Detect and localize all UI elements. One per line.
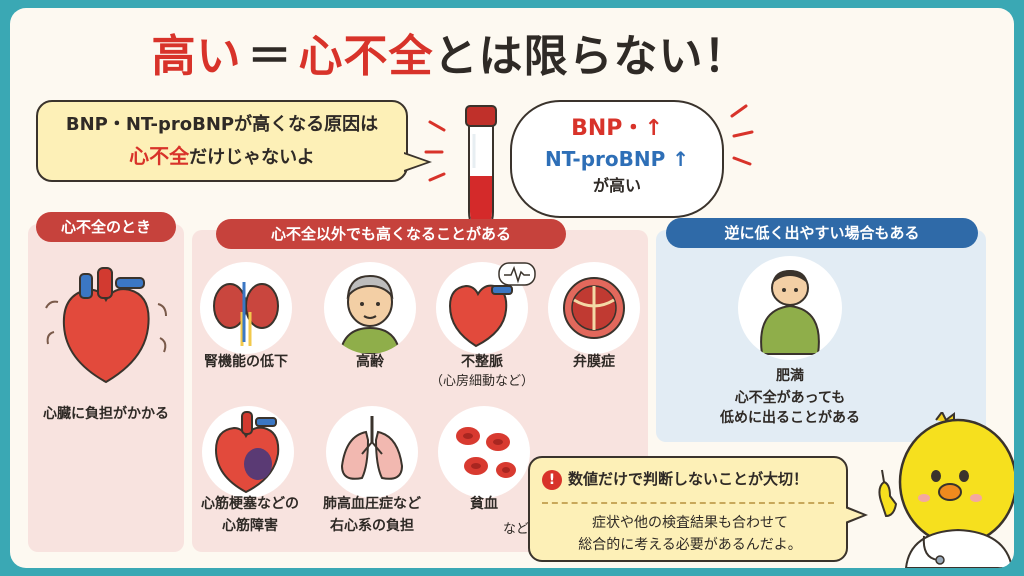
mi-illustration	[202, 406, 294, 498]
intro-line1: BNP・NT-proBNPが高くなる原因は	[65, 114, 379, 135]
heart-valve-icon	[563, 277, 625, 339]
anemia-illustration	[438, 406, 530, 498]
lungs-icon	[340, 416, 404, 480]
result-speech-bubble: BNP・↑ NT-proBNP ↑ が高い	[510, 100, 724, 218]
valve-illustration	[548, 262, 640, 354]
note-heading: ! 数値だけで判断しないことが大切！	[542, 468, 808, 490]
result-high: が高い	[592, 176, 641, 195]
ecg-speech-icon	[498, 262, 536, 286]
title-part-high: 高い	[151, 31, 242, 82]
red-blood-cells-icon	[456, 427, 516, 478]
cause-label-kidney: 腎機能の低下	[204, 354, 288, 370]
obesity-illustration	[738, 256, 842, 360]
heart-failure-label: 心臓に負担がかかる	[43, 406, 169, 422]
chick-doctor-mascot-icon	[878, 412, 1014, 568]
note-line1: 症状や他の検査結果も合わせて	[592, 515, 788, 531]
cause-label-elderly: 高齢	[356, 354, 384, 370]
note-body: 症状や他の検査結果も合わせて 総合的に考える必要があるんだよ。	[542, 512, 838, 556]
arrow-up-icon: ↑	[644, 116, 663, 141]
title-part-not-always: とは限らない！	[433, 31, 749, 82]
cause-label-pulmonary: 肺高血圧症など	[323, 496, 421, 512]
elderly-illustration	[324, 262, 416, 354]
cause-label-arrhythmia: 不整脈	[461, 354, 503, 370]
title-equals: ＝	[247, 31, 293, 82]
result-nt-text: NT-proBNP	[544, 147, 666, 171]
arrhythmia-illustration	[436, 262, 528, 354]
cause-sublabel-arrhythmia: （心房細動など）	[429, 374, 534, 389]
infarct-heart-icon	[214, 411, 280, 494]
cause-sublabel-mi: 心筋障害	[222, 518, 278, 534]
cause-label-valve: 弁膜症	[573, 354, 615, 370]
arrhythmia-heart-icon	[448, 284, 513, 348]
low-cases-header: 逆に低く出やすい場合もある	[666, 218, 978, 248]
infographic-frame: 高い＝心不全とは限らない！ BNP・NT-proBNPが高くなる原因は 心不全だ…	[10, 8, 1014, 568]
note-line2: 総合的に考える必要があるんだよ。	[578, 537, 802, 553]
result-bnp-text: BNP・	[571, 116, 645, 141]
other-causes-header: 心不全以外でも高くなることがある	[216, 219, 566, 249]
heart-failure-header: 心不全のとき	[36, 212, 176, 242]
exclamation-icon: !	[542, 469, 562, 490]
result-bnp: BNP・↑	[512, 114, 722, 144]
emphasis-lines-icon	[424, 120, 446, 182]
sparkle-lines-icon	[730, 104, 754, 166]
obese-person-icon	[760, 270, 820, 355]
arrow-up-icon: ↑	[672, 147, 690, 171]
kidney-illustration	[200, 262, 292, 354]
intro-speech-bubble: BNP・NT-proBNPが高くなる原因は 心不全だけじゃないよ	[36, 100, 432, 182]
kidney-icon	[213, 282, 279, 346]
intro-line2-red: 心不全	[129, 144, 190, 168]
note-heading-text: 数値だけで判断しないことが大切！	[568, 470, 809, 488]
cause-label-mi: 心筋梗塞などの	[201, 496, 299, 512]
low-cases-desc1: 心不全があっても	[734, 390, 846, 406]
heart-icon	[45, 267, 167, 384]
elderly-person-icon	[338, 274, 402, 354]
low-cases-desc2: 低めに出ることがある	[720, 410, 860, 426]
important-note-box: ! 数値だけで判断しないことが大切！ 症状や他の検査結果も合わせて 総合的に考える…	[528, 456, 868, 562]
low-cases-name: 肥満	[776, 368, 804, 384]
title-part-heart-failure: 心不全	[298, 31, 434, 82]
intro-line2-rest: だけじゃないよ	[189, 147, 315, 168]
page-title: 高い＝心不全とは限らない！	[10, 20, 890, 84]
intro-line2: 心不全だけじゃないよ	[48, 140, 396, 174]
lung-illustration	[326, 406, 418, 498]
result-ntprobnp: NT-proBNP ↑	[512, 144, 722, 174]
cause-sublabel-pulmonary: 右心系の負担	[330, 518, 414, 534]
cause-label-anemia: 貧血	[470, 496, 498, 512]
etc-label: など	[502, 522, 529, 537]
